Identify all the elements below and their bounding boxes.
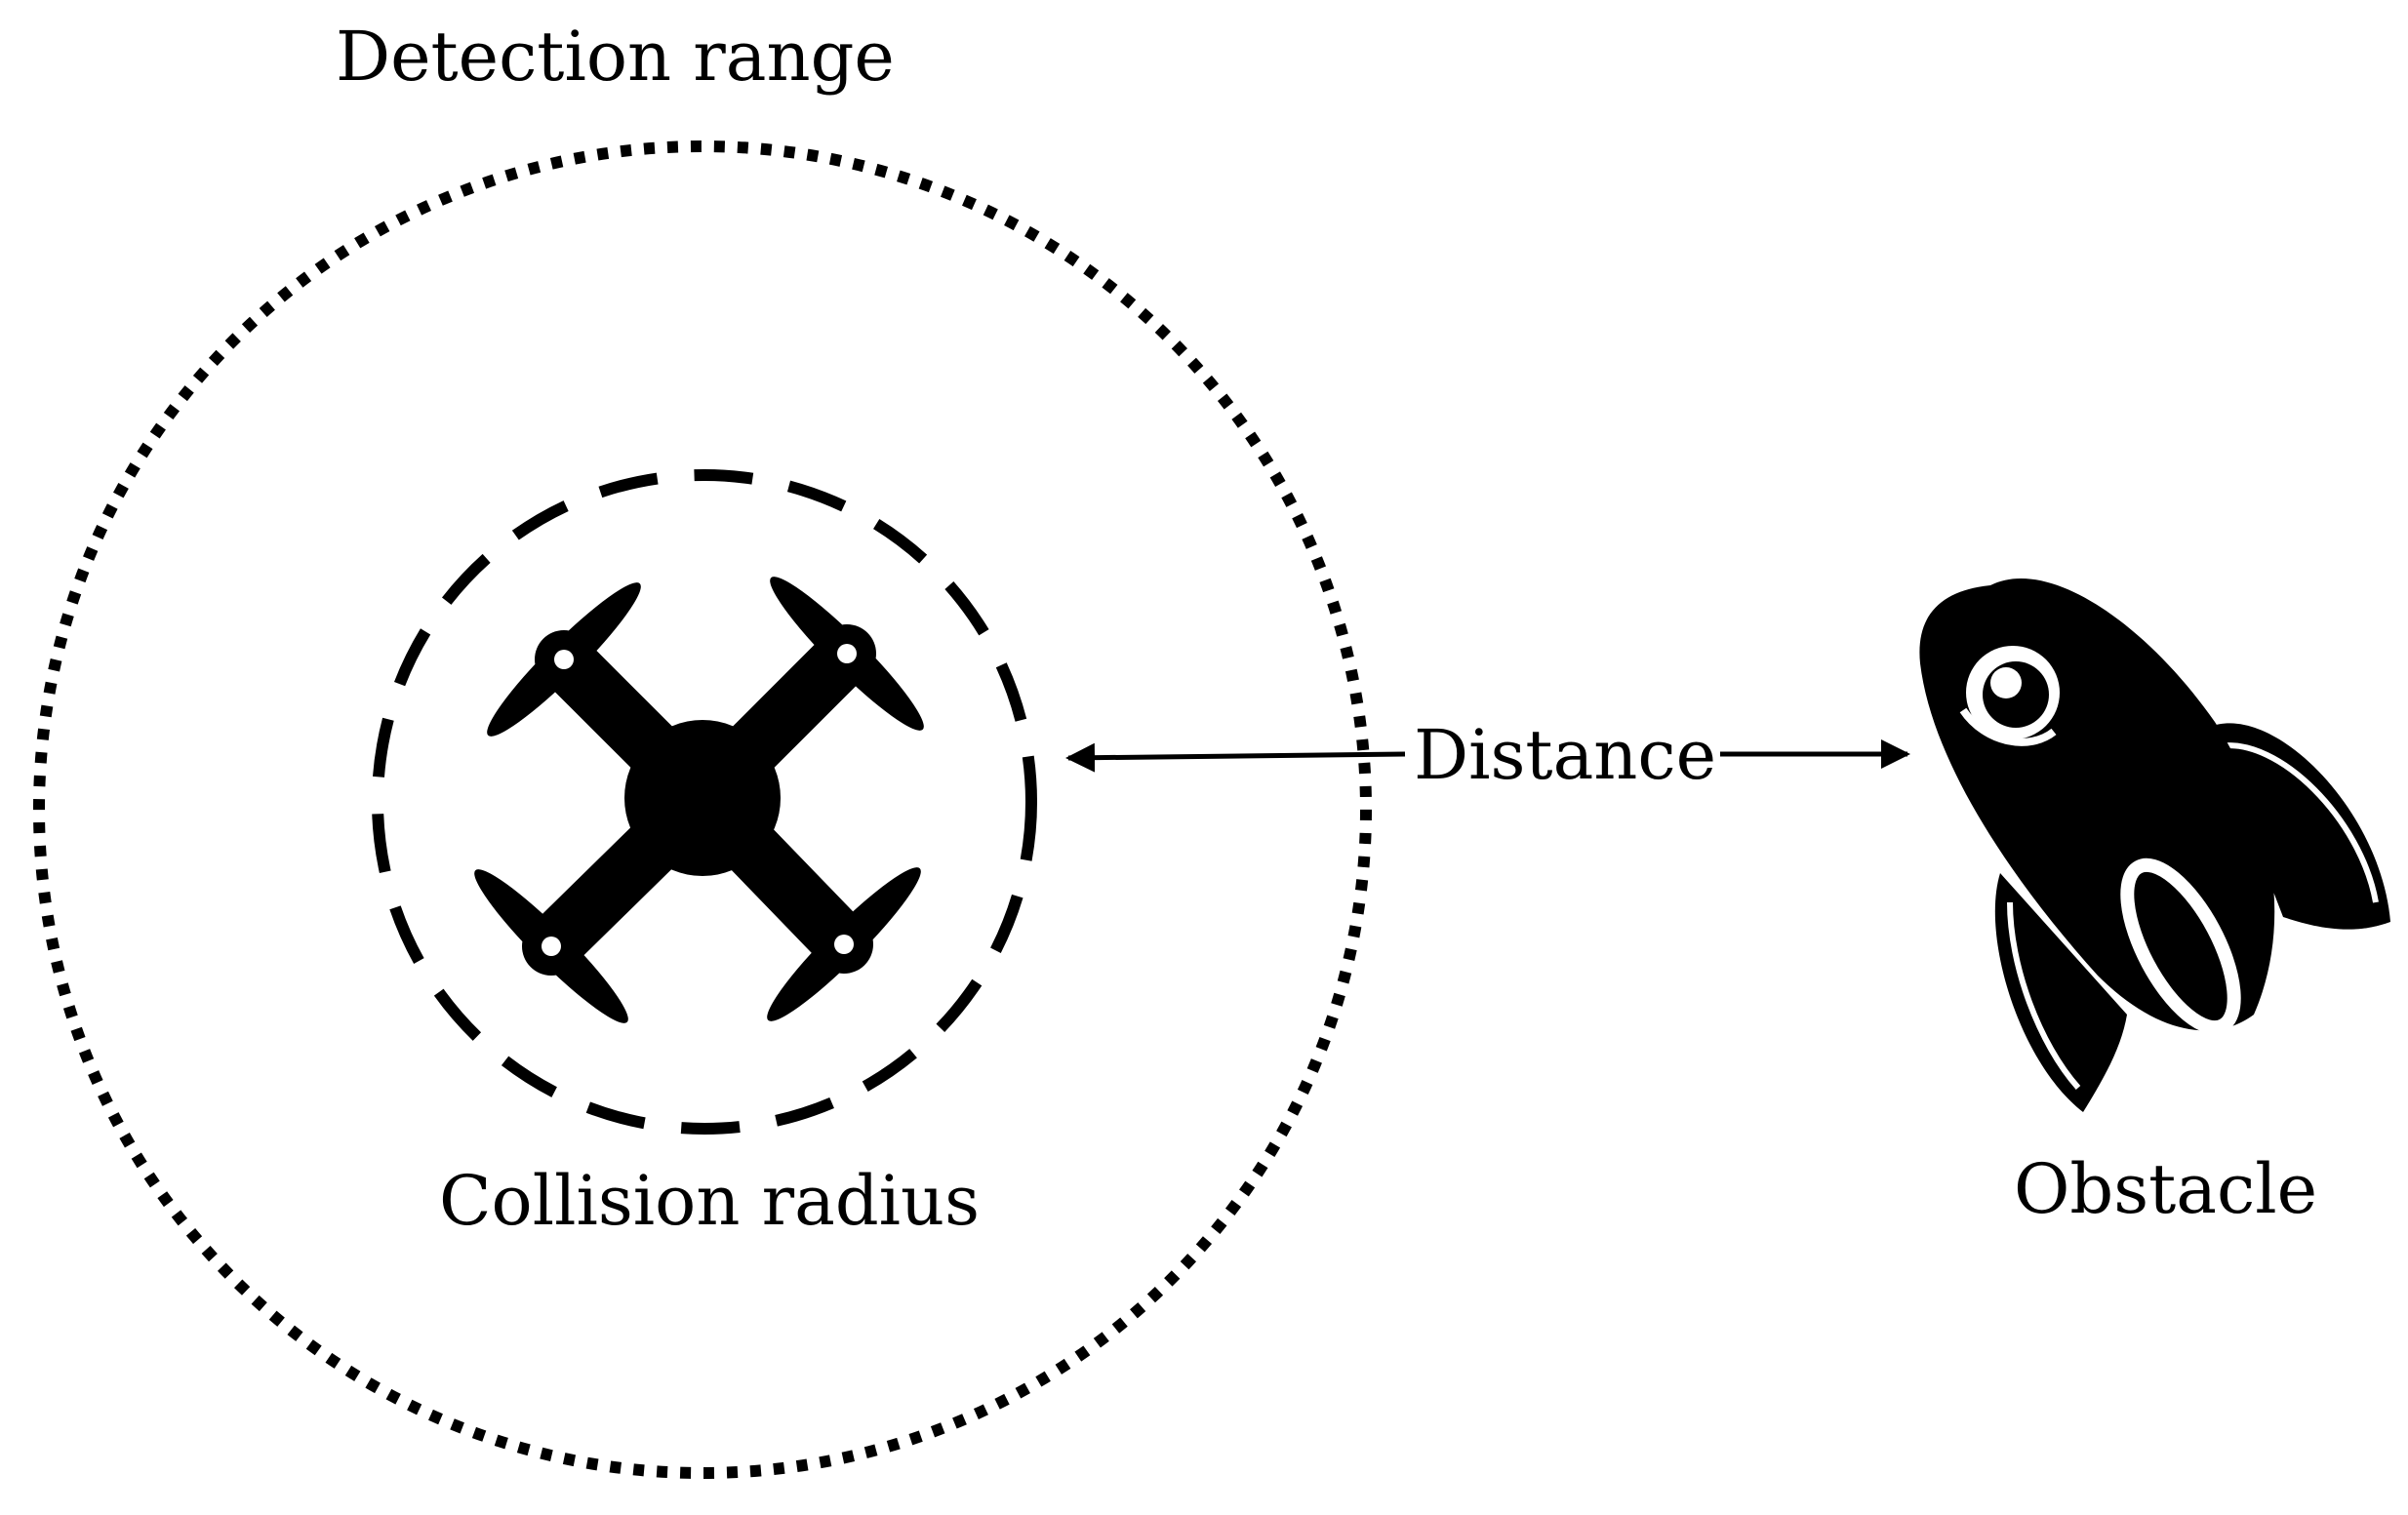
distance-label: Distance: [1414, 715, 1716, 795]
rocket-icon: [1919, 578, 2390, 1112]
distance-arrow-left: [1065, 742, 1406, 773]
collision-radius-label: Collision radius: [439, 1161, 980, 1241]
detection-range-label: Detection range: [336, 17, 895, 97]
detection-range-circle: [33, 140, 1372, 1479]
quadcopter-drone-icon: [474, 577, 924, 1023]
collision-radius-circle: [372, 469, 1037, 1135]
obstacle-label: Obstacle: [2014, 1149, 2317, 1229]
